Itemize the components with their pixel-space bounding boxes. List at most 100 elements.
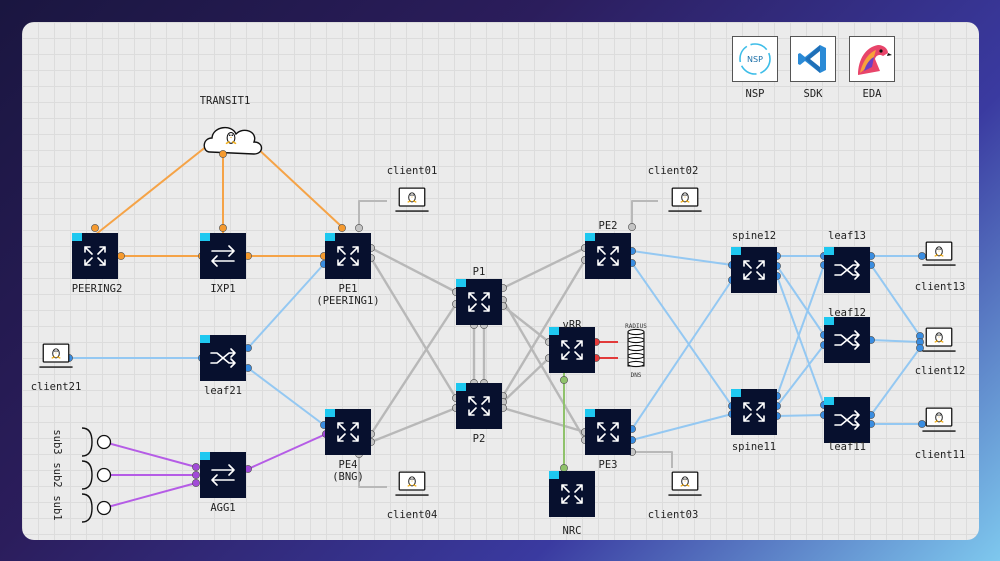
link-pe4-p2 bbox=[370, 406, 457, 444]
eda-app[interactable] bbox=[849, 36, 895, 82]
link-spine12-leaf11 bbox=[776, 275, 825, 406]
pe4-sub-label: (BNG) bbox=[332, 471, 364, 483]
svg-text:NSP: NSP bbox=[747, 55, 763, 64]
vrr-node[interactable] bbox=[549, 327, 595, 373]
agg1-node[interactable] bbox=[200, 452, 246, 498]
client02-laptop-icon[interactable] bbox=[668, 188, 701, 211]
spine12-node[interactable] bbox=[731, 247, 777, 293]
client03-label: client03 bbox=[648, 509, 699, 521]
pe3-node[interactable] bbox=[585, 409, 631, 455]
client02-label: client02 bbox=[648, 165, 699, 177]
leaf12-label: leaf12 bbox=[828, 307, 866, 319]
port-peering[interactable] bbox=[117, 252, 125, 260]
client13-laptop-icon[interactable] bbox=[922, 242, 955, 265]
agg1-node-badge bbox=[200, 452, 210, 460]
peering2-node[interactable] bbox=[72, 233, 118, 279]
port-peering[interactable] bbox=[338, 224, 346, 232]
client01-laptop-icon[interactable] bbox=[395, 188, 428, 211]
port-subscriber[interactable] bbox=[192, 479, 200, 487]
subscriber-label: sub2 bbox=[51, 462, 63, 487]
client04-laptop-icon[interactable] bbox=[395, 472, 428, 495]
p1-node[interactable] bbox=[456, 279, 502, 325]
link-pe1-p2 bbox=[369, 257, 458, 399]
port-peering[interactable] bbox=[219, 150, 227, 158]
port-peering[interactable] bbox=[219, 224, 227, 232]
link-p1-vrr bbox=[502, 305, 550, 343]
subscriber-bracket bbox=[81, 460, 93, 490]
link-sub1-agg1 bbox=[103, 482, 197, 509]
radius-label: RADIUS bbox=[625, 323, 647, 330]
pe1-label: PE1 bbox=[339, 283, 358, 295]
client03-laptop-icon[interactable] bbox=[668, 472, 701, 495]
pe1-node[interactable] bbox=[325, 233, 371, 279]
subscriber-1-icon[interactable] bbox=[96, 500, 112, 516]
vrr-label: vRR bbox=[563, 319, 583, 331]
transit1-label: TRANSIT1 bbox=[200, 95, 251, 107]
port-nrc[interactable] bbox=[560, 464, 568, 472]
p2-node[interactable] bbox=[456, 383, 502, 429]
subscriber-3-icon[interactable] bbox=[96, 434, 112, 450]
link-sub3-agg1 bbox=[103, 441, 197, 468]
link-pe3-client03 bbox=[632, 451, 673, 468]
leaf13-node[interactable] bbox=[824, 247, 870, 293]
leaf21-node[interactable] bbox=[200, 335, 246, 381]
port-subscriber[interactable] bbox=[192, 471, 200, 479]
port-core[interactable] bbox=[628, 223, 636, 231]
link-leaf21-pe1 bbox=[247, 263, 325, 349]
eda-bird-icon bbox=[858, 45, 892, 75]
subscriber-2-icon[interactable] bbox=[96, 467, 112, 483]
link-spine11-leaf12 bbox=[776, 344, 825, 407]
link-pe1-client01 bbox=[358, 200, 387, 228]
port-nrc[interactable] bbox=[560, 376, 568, 384]
nsp-app[interactable]: NSP bbox=[732, 36, 778, 82]
link-pe3-spine11 bbox=[631, 413, 733, 441]
p2-label: P2 bbox=[473, 433, 486, 445]
link-p1-pe3 bbox=[501, 299, 587, 441]
link-pe2-spine11 bbox=[631, 262, 733, 407]
nrc-node[interactable] bbox=[549, 471, 595, 517]
pe4-node[interactable] bbox=[325, 409, 371, 455]
ixp1-node[interactable] bbox=[200, 233, 246, 279]
client12-laptop-icon[interactable] bbox=[922, 328, 955, 351]
nsp-icon: NSP bbox=[739, 43, 771, 75]
agg1-label: AGG1 bbox=[210, 502, 235, 514]
link-pe4-client04 bbox=[358, 454, 387, 488]
pe4-label: PE4 bbox=[339, 459, 358, 471]
port-fabric[interactable] bbox=[916, 344, 924, 352]
spine11-label: spine11 bbox=[732, 441, 776, 453]
spine11-node[interactable] bbox=[731, 389, 777, 435]
client11-laptop-icon[interactable] bbox=[922, 408, 955, 431]
subscriber-label: sub1 bbox=[51, 495, 63, 520]
sdk-label: SDK bbox=[803, 88, 823, 100]
link-spine12-leaf12 bbox=[776, 265, 825, 336]
leaf12-node-badge bbox=[824, 317, 834, 325]
vscode-icon bbox=[798, 45, 826, 73]
port-fabric[interactable] bbox=[918, 252, 926, 260]
leaf12-node[interactable] bbox=[824, 317, 870, 363]
client21-laptop-icon[interactable] bbox=[39, 344, 72, 367]
subscriber-bracket bbox=[81, 427, 93, 457]
spine11-node-badge bbox=[731, 389, 741, 397]
leaf11-node[interactable] bbox=[824, 397, 870, 443]
sdk-app[interactable] bbox=[790, 36, 836, 82]
port-core[interactable] bbox=[355, 224, 363, 232]
port-fabric[interactable] bbox=[918, 420, 926, 428]
pe4-node-badge bbox=[325, 409, 335, 417]
leaf21-node-badge bbox=[200, 335, 210, 343]
nrc-label: NRC bbox=[563, 525, 582, 537]
link-p2-pe2 bbox=[501, 259, 587, 397]
dns-label: DNS bbox=[631, 372, 642, 379]
spine12-label: spine12 bbox=[732, 230, 776, 242]
nrc-node-badge bbox=[549, 471, 559, 479]
vrr-node-badge bbox=[549, 327, 559, 335]
port-subscriber[interactable] bbox=[192, 463, 200, 471]
ixp1-node-badge bbox=[200, 233, 210, 241]
peering2-node-badge bbox=[72, 233, 82, 241]
client11-label: client11 bbox=[915, 449, 966, 461]
leaf11-label: leaf11 bbox=[828, 441, 866, 453]
pe2-node[interactable] bbox=[585, 233, 631, 279]
spine12-node-badge bbox=[731, 247, 741, 255]
p2-node-badge bbox=[456, 383, 466, 391]
port-peering[interactable] bbox=[91, 224, 99, 232]
